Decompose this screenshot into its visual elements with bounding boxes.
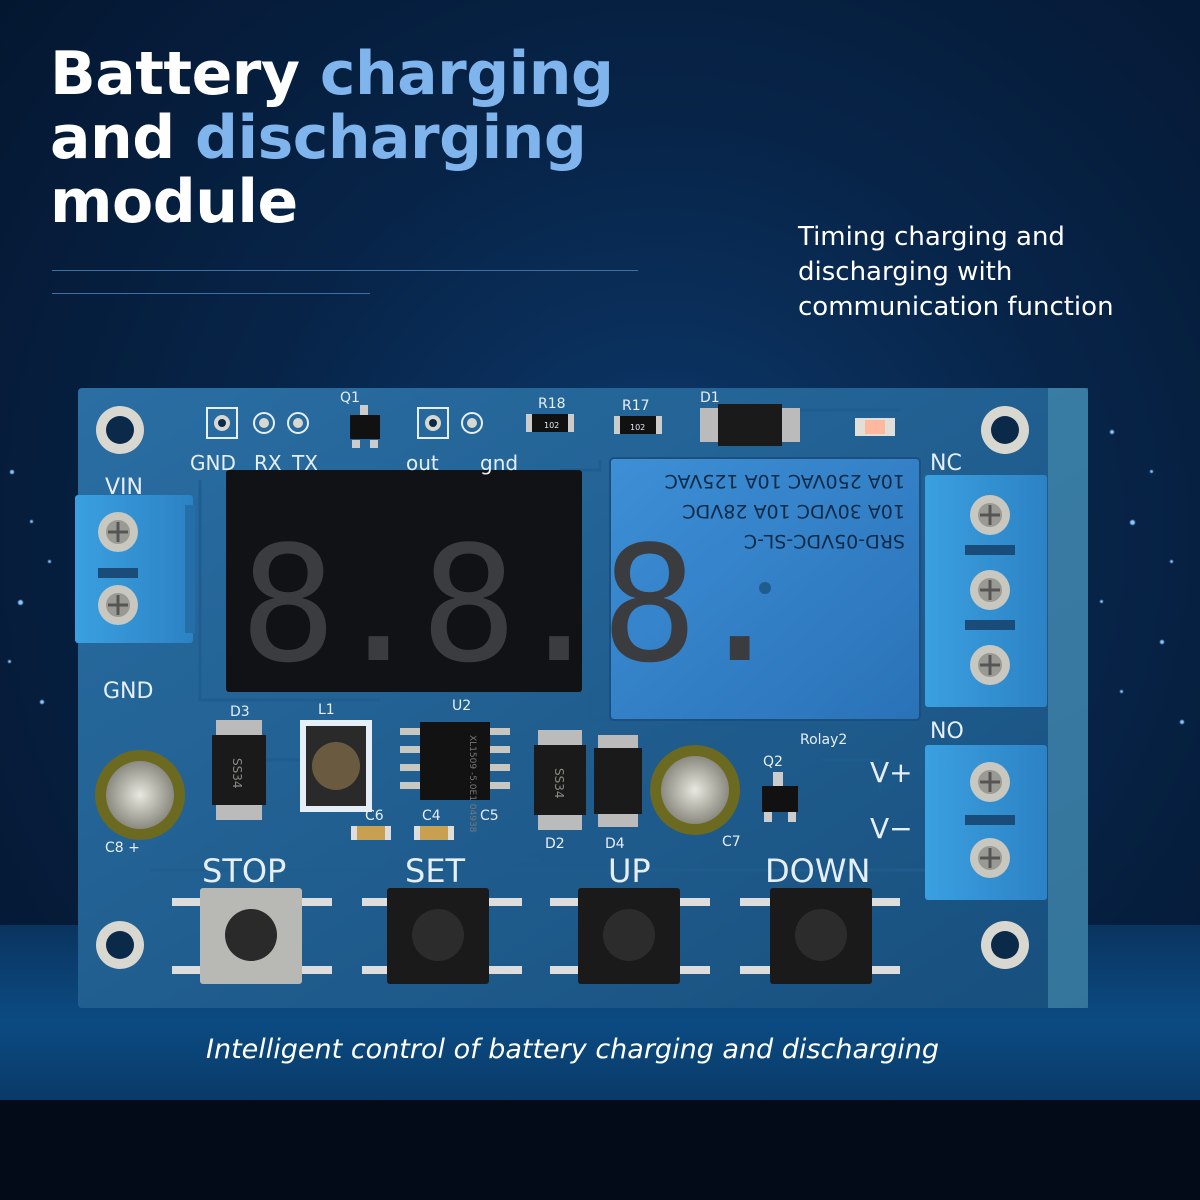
- label-d3: D3: [230, 704, 250, 720]
- pcb-edge: [1048, 388, 1088, 1008]
- divider-line: [52, 270, 638, 271]
- tagline-line: discharging with: [798, 257, 1013, 287]
- label-vplus: V+: [870, 756, 913, 789]
- marking-r17: 102: [630, 423, 645, 432]
- label-no: NO: [930, 719, 964, 744]
- label-d1: D1: [700, 390, 720, 406]
- label-up: UP: [608, 852, 651, 890]
- seven-segment-display: [226, 470, 582, 692]
- label-vminus: V−: [870, 812, 913, 845]
- marking-d2: SS34: [552, 768, 566, 799]
- set-button-body: [362, 888, 522, 984]
- label-gnd-terminal: GND: [103, 679, 153, 704]
- terminal-block-relay: [925, 475, 1047, 707]
- down-button-body: [740, 888, 900, 984]
- tagline-line: Timing charging and: [798, 222, 1065, 252]
- label-r17: R17: [622, 398, 650, 414]
- divider-line: [52, 293, 370, 294]
- label-out-pin: out: [406, 451, 439, 475]
- title-word-highlight: discharging: [195, 103, 587, 173]
- label-down: DOWN: [765, 852, 870, 890]
- inductor-l1: [300, 720, 372, 812]
- resistor-r18: [526, 414, 574, 432]
- relay-text-model: SRD-05VDC-SL-C: [744, 530, 905, 552]
- transistor-q2: [762, 772, 798, 822]
- label-tx-pin: TX: [291, 451, 318, 475]
- relay-text-rating-dc: 10A 30VDC 10A 28VDC: [682, 500, 905, 522]
- bottom-caption: Intelligent control of battery charging …: [206, 1034, 939, 1065]
- title-word-highlight: charging: [319, 39, 614, 109]
- label-gnd2-pin: gnd: [480, 451, 518, 475]
- transistor-q1: [350, 405, 380, 448]
- label-u2: U2: [452, 698, 471, 714]
- diode-d1: [700, 404, 800, 446]
- label-r18: R18: [538, 396, 566, 412]
- bottom-band: [0, 1100, 1200, 1200]
- terminal-block-vin: [75, 495, 195, 643]
- label-nc: NC: [930, 451, 962, 476]
- marking-u2: XL1509 -5.0E1 04938: [467, 735, 477, 833]
- label-relay-ref: Rolay2: [800, 732, 847, 748]
- display-digits: 8.8.8.: [240, 511, 782, 698]
- label-c8: C8 +: [105, 840, 140, 856]
- title-line-3: module: [50, 167, 298, 237]
- diode-d4: [594, 735, 642, 827]
- relay-text-rating-ac: 10A 250VAC 10A 125VAC: [665, 470, 905, 492]
- smd-capacitors: [351, 826, 454, 840]
- label-rx-pin: RX: [254, 451, 282, 475]
- tagline-line: communication function: [798, 292, 1114, 322]
- label-set: SET: [405, 852, 466, 890]
- up-button-body: [550, 888, 710, 984]
- diode-d3: [212, 720, 266, 820]
- title-word: and: [50, 103, 175, 173]
- marking-d3: SS34: [230, 758, 244, 789]
- label-c5: C5: [480, 808, 499, 824]
- label-d2: D2: [545, 836, 565, 852]
- label-c7: C7: [722, 834, 741, 850]
- title-line-2: and discharging: [50, 103, 587, 173]
- marking-r18: 102: [544, 421, 559, 430]
- label-d4: D4: [605, 836, 625, 852]
- label-l1: L1: [318, 702, 335, 718]
- capacitor-c7: [650, 745, 740, 835]
- label-gnd-pin: GND: [190, 451, 236, 475]
- label-q1: Q1: [340, 390, 360, 406]
- stop-button-body: [172, 888, 332, 984]
- label-stop: STOP: [202, 852, 286, 890]
- title-line-1: Battery charging: [50, 39, 614, 109]
- header-pins: [206, 407, 483, 439]
- diode-d2: [534, 730, 586, 830]
- title-word: Battery: [50, 39, 300, 109]
- capacitor-c8: [95, 750, 185, 840]
- status-led: [855, 418, 895, 436]
- pcb-traces: [150, 408, 1040, 872]
- tagline: Timing charging and discharging with com…: [798, 220, 1178, 325]
- ic-u2: [400, 722, 510, 800]
- label-q2: Q2: [763, 754, 783, 770]
- label-c4: C4: [422, 808, 441, 824]
- label-vin: VIN: [105, 475, 143, 500]
- terminal-block-output: [925, 745, 1047, 900]
- resistor-r17: [614, 416, 662, 434]
- label-c6: C6: [365, 808, 384, 824]
- mounting-holes: [96, 406, 1029, 969]
